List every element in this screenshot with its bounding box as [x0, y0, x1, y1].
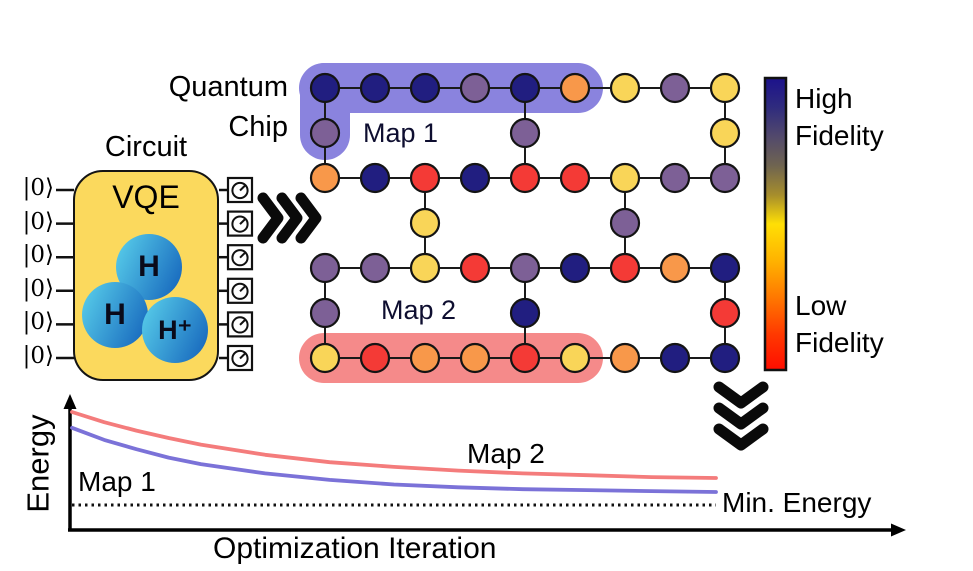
chip-node: [409, 72, 441, 104]
down-chevron-icon: [713, 402, 769, 430]
chip-node: [609, 72, 641, 104]
chip-node: [309, 117, 341, 149]
chip-node: [509, 72, 541, 104]
curve-map1: [70, 425, 718, 494]
chip-node: [359, 162, 391, 194]
chip-node: [459, 72, 491, 104]
y-axis-label: Energy: [20, 414, 56, 513]
down-chevron-icon: [713, 423, 769, 451]
chip-node: [659, 252, 691, 284]
chip-node: [559, 162, 591, 194]
chip-node: [609, 252, 641, 284]
chip-node: [559, 342, 591, 374]
chip-node: [359, 342, 391, 374]
chip-node: [609, 162, 641, 194]
qubit-state-label: |0⟩: [22, 309, 54, 336]
colorbar-high-label: High Fidelity: [795, 80, 884, 154]
colorbar-gradient-bar: [763, 76, 788, 372]
flow-arrows: [257, 192, 769, 451]
chip-node: [509, 342, 541, 374]
circuit-wires-and-meters: [56, 176, 254, 372]
chip-node: [309, 72, 341, 104]
chip-title-line2: Chip: [228, 111, 288, 144]
high-label-line1: High: [795, 83, 853, 114]
chip-node: [659, 72, 691, 104]
chip-node: [709, 342, 741, 374]
circuit-title: Circuit: [104, 131, 188, 163]
chip-node: [509, 117, 541, 149]
chip-map2-label: Map 2: [381, 295, 457, 325]
colorbar-low-label: Low Fidelity: [795, 287, 884, 361]
min-energy-label: Min. Energy: [722, 487, 872, 518]
chip-node: [409, 252, 441, 284]
right-chevron-icon: [257, 192, 284, 244]
fidelity-colorbar: [763, 76, 788, 372]
chip-node: [709, 117, 741, 149]
map-highlight-bands: [299, 63, 603, 383]
chip-node: [459, 162, 491, 194]
chip-node: [409, 207, 441, 239]
x-axis-arrow-icon: [891, 523, 906, 537]
chip-node: [309, 342, 341, 374]
chip-node: [359, 252, 391, 284]
chip-node: [609, 207, 641, 239]
chip-node: [509, 297, 541, 329]
chip-node: [309, 297, 341, 329]
chip-node: [509, 162, 541, 194]
chip-node: [409, 162, 441, 194]
chip-node: [409, 342, 441, 374]
chip-title-line1: Quantum: [168, 71, 288, 103]
low-label-line1: Low: [795, 290, 847, 321]
y-axis-arrow-icon: [63, 394, 77, 409]
high-label-line2: Fidelity: [795, 120, 884, 152]
chip-node: [459, 252, 491, 284]
chip-node: [709, 252, 741, 284]
chip-title: Quantum Chip: [90, 67, 288, 147]
chip-node: [459, 342, 491, 374]
chip-node: [659, 162, 691, 194]
qubit-state-label: |0⟩: [22, 343, 54, 369]
chip-map1-label: Map 1: [363, 118, 439, 148]
qubit-state-label: |0⟩: [22, 208, 54, 235]
chip-node: [709, 72, 741, 104]
down-chevron-icon: [713, 381, 769, 409]
chip-node: [709, 162, 741, 194]
low-label-line2: Fidelity: [795, 327, 884, 359]
right-chevron-icon: [276, 192, 303, 244]
hydrogen-ion-atom: H⁺: [142, 297, 208, 363]
chip-node: [709, 297, 741, 329]
chip-node: [559, 72, 591, 104]
chip-node: [309, 252, 341, 284]
hydrogen-atom: H: [82, 282, 148, 348]
chip-qubits: [309, 72, 741, 374]
chip-node: [609, 342, 641, 374]
curve-map2: [70, 410, 718, 480]
chip-node: [559, 252, 591, 284]
energy-plot: [63, 394, 906, 537]
qubit-state-label: |0⟩: [22, 175, 54, 201]
right-chevron-icon: [295, 192, 322, 244]
qubit-state-label: |0⟩: [22, 275, 54, 302]
convergence-curves: [70, 410, 718, 494]
qubit-state-label: |0⟩: [22, 242, 54, 269]
plot-map2-label: Map 2: [467, 438, 545, 469]
vqe-label: VQE: [112, 179, 180, 215]
chip-node: [359, 72, 391, 104]
chip-node: [309, 162, 341, 194]
plot-map1-label: Map 1: [78, 466, 156, 497]
x-axis-label: Optimization Iteration: [213, 532, 497, 565]
chip-node: [509, 252, 541, 284]
chip-node: [659, 342, 691, 374]
